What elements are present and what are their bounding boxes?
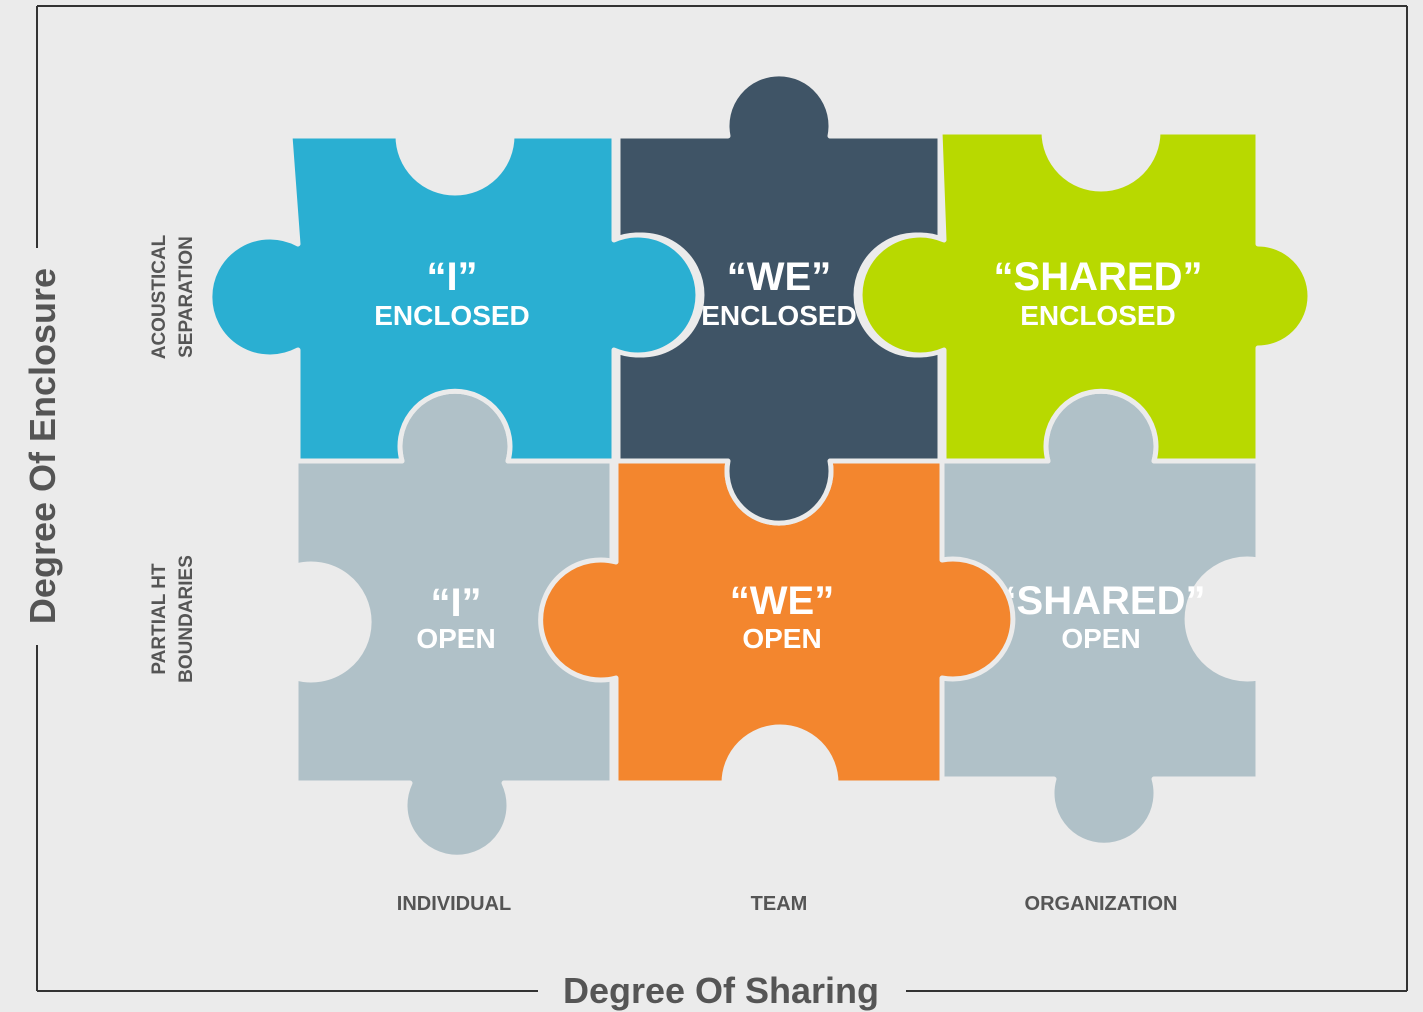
y-axis-title: Degree Of Enclosure xyxy=(22,268,63,624)
piece-we-enclosed-subtitle: ENCLOSED xyxy=(701,300,857,331)
piece-i-enclosed: “I” ENCLOSED xyxy=(207,133,701,464)
row-label-open: PARTIAL HT BOUNDARIES xyxy=(149,555,197,683)
piece-we-open-title: “WE” xyxy=(730,579,834,623)
frame xyxy=(36,5,1408,992)
column-label-individual: INDIVIDUAL xyxy=(397,893,511,915)
piece-i-open: “I” OPEN xyxy=(293,388,690,860)
piece-we-open-subtitle: OPEN xyxy=(742,623,821,654)
piece-shared-enclosed-shape xyxy=(857,129,1313,464)
piece-shared-open-title: “SHARED” xyxy=(997,579,1206,623)
piece-we-open: “WE” OPEN xyxy=(538,458,1016,786)
x-axis-title: Degree Of Sharing xyxy=(563,970,879,1011)
piece-we-enclosed-title: “WE” xyxy=(727,255,831,299)
piece-i-open-subtitle: OPEN xyxy=(416,623,495,654)
piece-we-enclosed: “WE” ENCLOSED xyxy=(615,71,943,526)
piece-i-enclosed-subtitle: ENCLOSED xyxy=(374,300,530,331)
piece-shared-open-subtitle: OPEN xyxy=(1061,623,1140,654)
piece-i-enclosed-title: “I” xyxy=(426,255,477,299)
piece-i-enclosed-shape xyxy=(207,133,701,464)
row-label-open-line1: PARTIAL HT xyxy=(149,563,170,675)
row-label-open-line2: BOUNDARIES xyxy=(176,555,197,683)
column-label-team: TEAM xyxy=(751,893,808,915)
row-label-enclosed-line1: ACOUSTICAL xyxy=(149,234,170,359)
piece-we-enclosed-shape xyxy=(615,71,943,526)
piece-shared-enclosed-subtitle: ENCLOSED xyxy=(1020,300,1176,331)
piece-i-open-title: “I” xyxy=(430,581,481,625)
row-label-enclosed-line2: SEPARATION xyxy=(176,236,197,358)
piece-shared-enclosed: “SHARED” ENCLOSED xyxy=(857,129,1313,464)
column-label-organization: ORGANIZATION xyxy=(1025,893,1178,915)
row-label-enclosed: ACOUSTICAL SEPARATION xyxy=(149,234,197,359)
piece-shared-enclosed-title: “SHARED” xyxy=(994,255,1203,299)
